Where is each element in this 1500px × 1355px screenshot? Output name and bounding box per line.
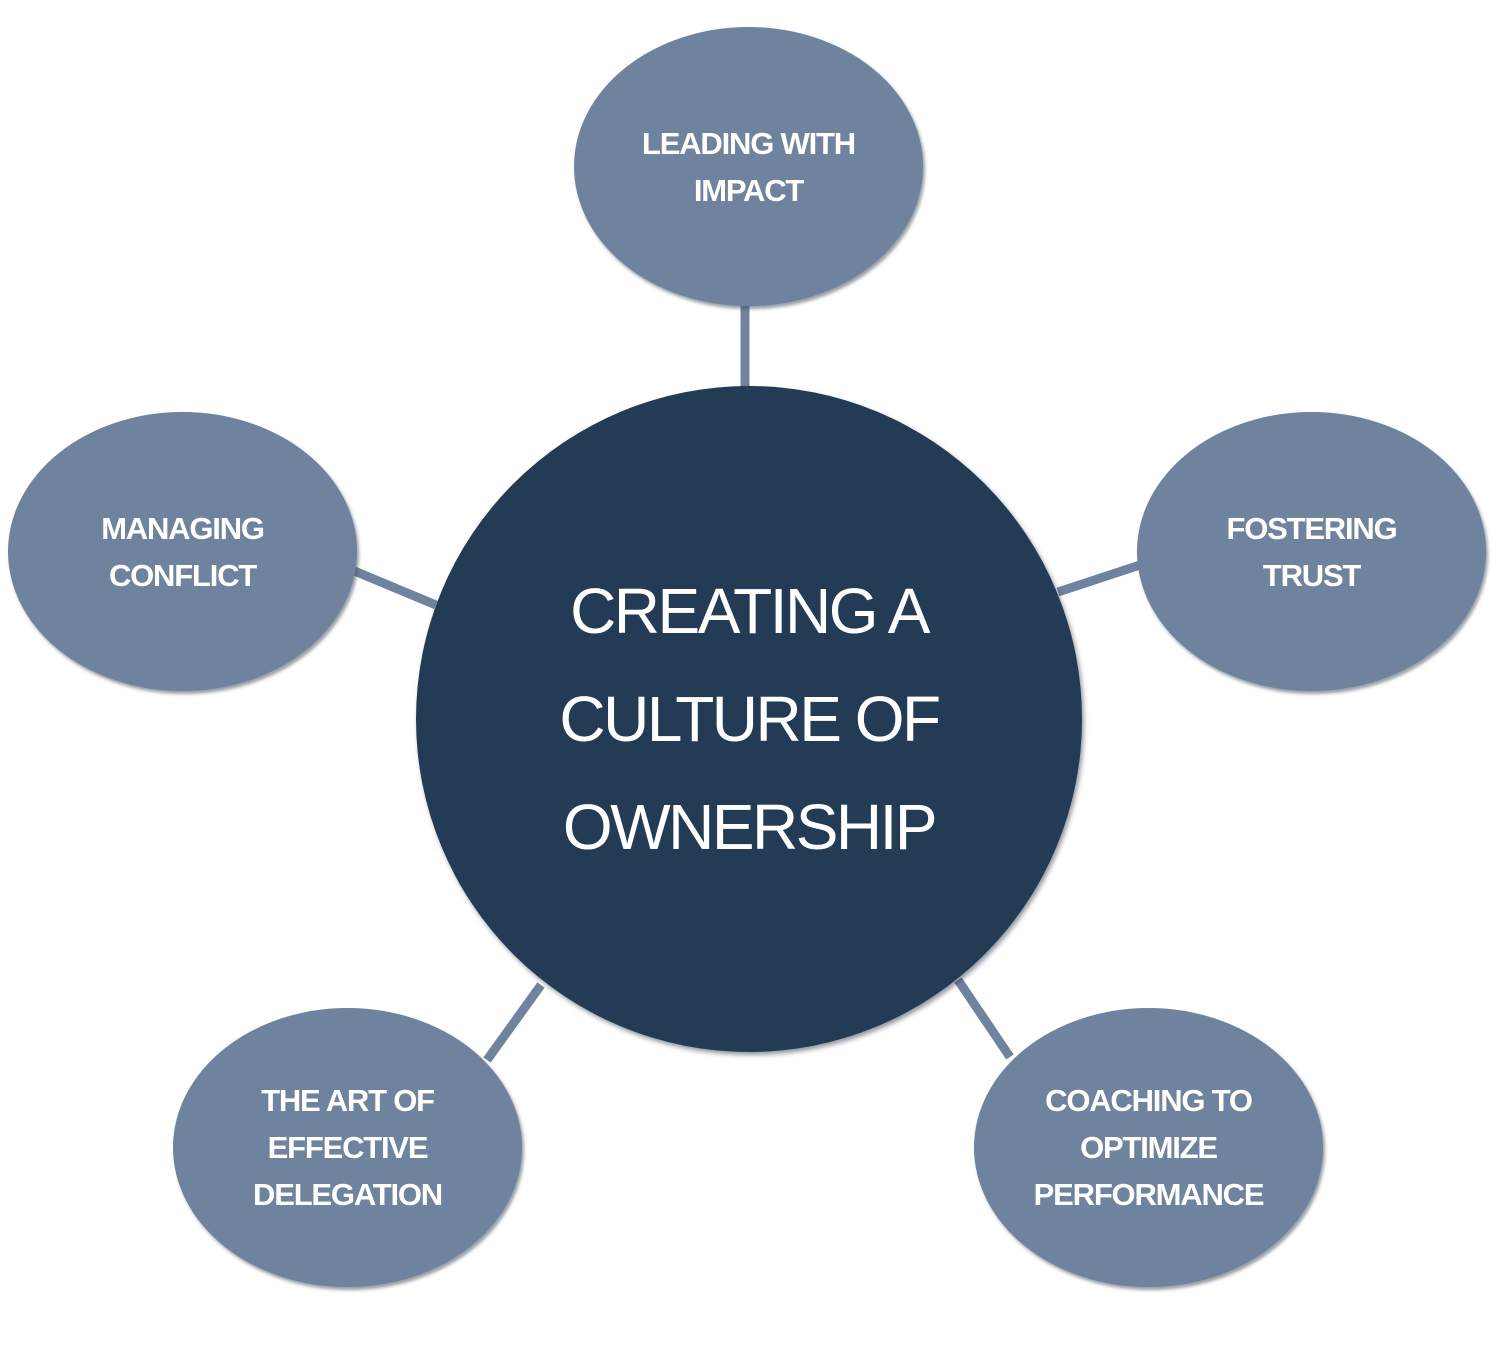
center-title: CREATING A CULTURE OF OWNERSHIP <box>559 557 941 881</box>
node-label-line: CONFLICT <box>108 557 257 593</box>
center-title-line-1: CREATING A <box>570 575 930 647</box>
node-label-line: COACHING TO <box>1045 1083 1253 1118</box>
node-fostering-trust-label: FOSTERING TRUST <box>1226 505 1397 599</box>
connector-fostering-trust <box>1056 560 1142 597</box>
node-the-art-of-effective-delegation-label: THE ART OF EFFECTIVE DELEGATION <box>253 1077 443 1218</box>
center-title-line-2: CULTURE OF <box>559 683 941 755</box>
node-label-line: IMPACT <box>693 172 805 208</box>
node-label-line: EFFECTIVE <box>267 1130 429 1165</box>
node-label-line: MANAGING <box>101 510 265 546</box>
connector-managing-conflict <box>350 565 438 610</box>
center-node: CREATING A CULTURE OF OWNERSHIP <box>416 386 1082 1052</box>
node-label-line: DELEGATION <box>253 1177 443 1212</box>
node-label-line: LEADING WITH <box>642 125 856 161</box>
node-coaching-to-optimize-performance-label: COACHING TO OPTIMIZE PERFORMANCE <box>1033 1077 1265 1218</box>
connector-coaching-to-optimize-performance <box>954 977 1014 1060</box>
node-leading-with-impact: LEADING WITH IMPACT <box>574 27 923 306</box>
node-label-line: PERFORMANCE <box>1033 1177 1265 1212</box>
node-fostering-trust: FOSTERING TRUST <box>1137 412 1486 691</box>
node-managing-conflict-label: MANAGING CONFLICT <box>101 505 265 599</box>
node-label-line: FOSTERING <box>1226 510 1397 546</box>
node-coaching-to-optimize-performance: COACHING TO OPTIMIZE PERFORMANCE <box>974 1008 1323 1287</box>
node-label-line: THE ART OF <box>261 1083 435 1118</box>
node-label-line: OPTIMIZE <box>1080 1130 1218 1165</box>
node-label-line: TRUST <box>1262 557 1362 593</box>
node-leading-with-impact-label: LEADING WITH IMPACT <box>642 120 856 214</box>
connector-the-art-of-effective-delegation <box>483 982 545 1063</box>
node-managing-conflict: MANAGING CONFLICT <box>8 412 357 691</box>
center-title-line-3: OWNERSHIP <box>562 791 938 863</box>
node-the-art-of-effective-delegation: THE ART OF EFFECTIVE DELEGATION <box>173 1008 522 1287</box>
